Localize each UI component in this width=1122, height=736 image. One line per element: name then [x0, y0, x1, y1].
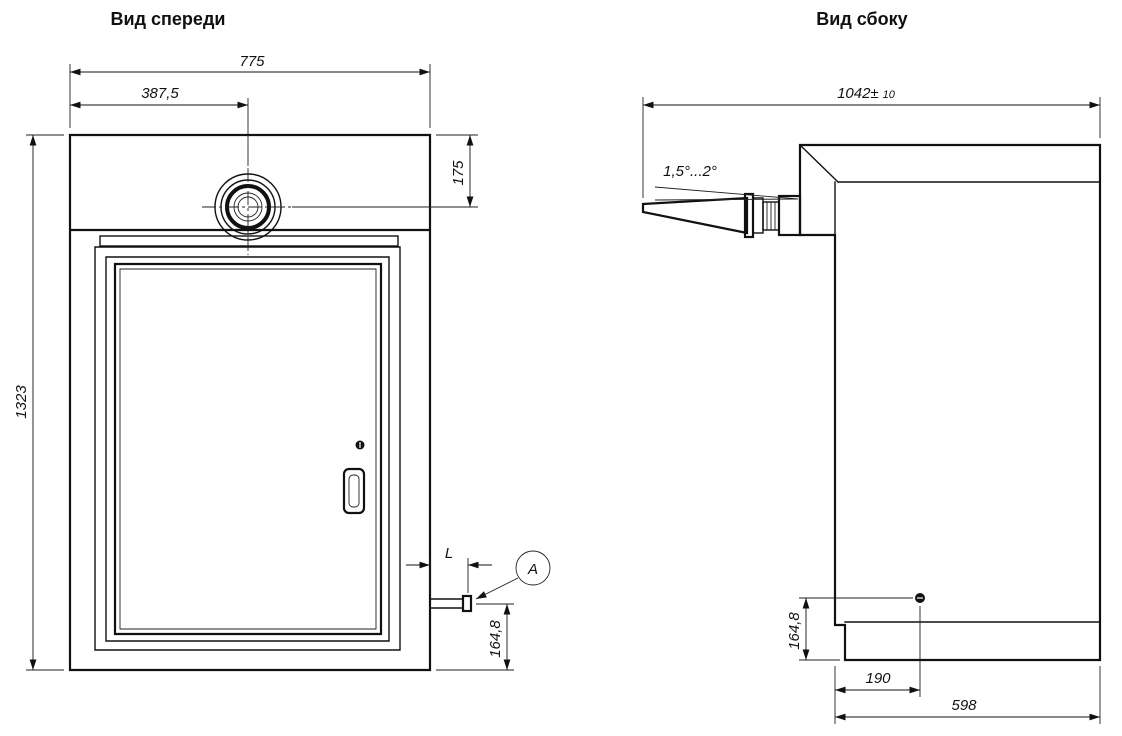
dim-width-387-5: 387,5: [70, 85, 249, 166]
dim-depth-598: 598: [835, 666, 1101, 724]
front-view-title: Вид спереди: [111, 9, 226, 29]
front-door-frame: [94, 246, 401, 651]
side-spout: [641, 192, 802, 239]
spout-chute: [641, 196, 749, 235]
angle-reference-lines: [654, 186, 799, 201]
detail-callout-A: A: [475, 550, 551, 600]
dim-depth-1042: 1042± 10: [642, 85, 1101, 198]
front-ledge: [99, 235, 399, 247]
dim-1042-extension-lines: [642, 97, 1101, 198]
dim-1323-label: 1323: [13, 385, 30, 419]
front-view: Вид спереди: [13, 9, 551, 672]
angle-label: 1,5°...2°: [663, 163, 717, 180]
dim-offset-190: 190: [834, 606, 921, 724]
dim-387-5-label: 387,5: [141, 85, 179, 102]
dim-175-label: 175: [450, 160, 467, 186]
front-door: [94, 246, 401, 651]
dim-height-164-8-side: 164,8: [786, 597, 913, 661]
side-view-title: Вид сбоку: [816, 9, 907, 29]
front-cabinet-body: [68, 133, 432, 672]
dim-190-label: 190: [865, 670, 891, 687]
front-burner-fitting: [202, 168, 294, 255]
dim-length-L: L: [406, 545, 492, 593]
drain-pipe-channel: [429, 598, 464, 609]
dim-775-label: 775: [239, 53, 265, 70]
dim-height-175: 175: [292, 134, 478, 208]
dim-1042-label: 1042± 10: [837, 85, 896, 102]
dim-1042-value: 1042±: [837, 85, 879, 102]
dim-190-extension-lines: [834, 606, 921, 724]
door-lock-icon: [355, 440, 365, 450]
door-handle-outer: [342, 467, 366, 515]
side-body-silhouette: [798, 143, 1102, 662]
front-door-panel-inner: [119, 268, 377, 630]
front-cabinet-outline: [68, 133, 432, 672]
dim-164-8-side-extension-lines: [799, 597, 913, 661]
dim-L-extension-lines: [429, 558, 469, 593]
callout-A-label: A: [527, 561, 538, 578]
dim-1323-extension-lines: [26, 134, 64, 671]
front-door-panel: [113, 262, 383, 636]
callout-A-circle: [515, 550, 551, 586]
spout-thread-lines: [766, 202, 776, 230]
dim-598-label: 598: [951, 697, 977, 714]
front-drain-pipe: [429, 594, 473, 613]
spout-body-connector: [777, 194, 802, 237]
side-bolt: [915, 593, 925, 603]
dim-164-8-side-label: 164,8: [786, 612, 803, 650]
dim-775-extension-lines: [69, 64, 431, 128]
side-body-internal-edges: [799, 144, 1101, 623]
drain-pipe-endcap: [461, 594, 473, 613]
door-handle-inner: [348, 474, 360, 508]
side-body-outline: [798, 143, 1102, 662]
side-view: Вид сбоку 1,5°...2° 10: [641, 9, 1102, 724]
angle-annotation: 1,5°...2°: [654, 163, 799, 201]
dim-width-775: 775: [69, 53, 431, 128]
dim-1042-tolerance: 10: [883, 89, 896, 101]
spout-coupling-nut: [752, 197, 764, 234]
dim-height-1323: 1323: [13, 134, 64, 671]
dim-L-label: L: [445, 545, 453, 562]
callout-A-leader-line: [475, 577, 519, 600]
dim-height-164-8-front: 164,8: [436, 603, 514, 671]
door-handle: [342, 467, 366, 515]
dim-164-8-front-label: 164,8: [487, 620, 504, 658]
